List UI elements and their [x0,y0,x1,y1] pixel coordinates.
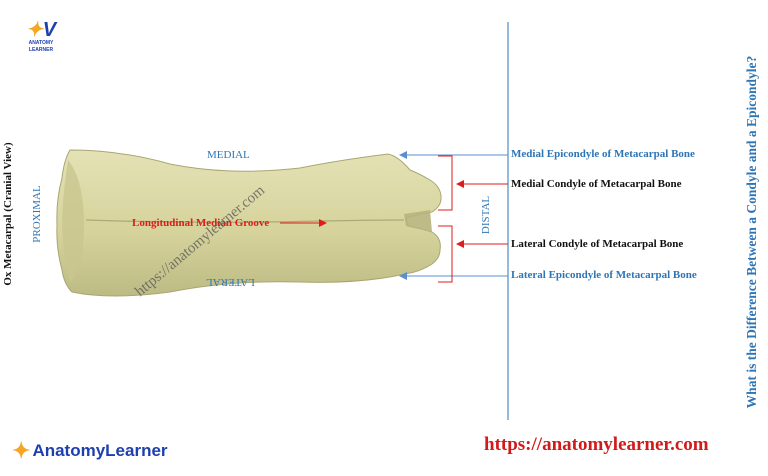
label-medial-epicondyle: Medial Epicondyle of Metacarpal Bone [511,148,695,160]
condyle-notch [404,210,432,232]
top-logo: ✦V ANATOMY LEARNER [25,19,57,53]
label-distal: DISTAL [480,195,492,235]
metacarpal-bone [56,149,442,297]
label-lateral-epicondyle: Lateral Epicondyle of Metacarpal Bone [511,269,697,281]
bottom-logo-text: AnatomyLearner [32,441,168,460]
bracket-medial-epicondyle [438,155,453,211]
longitudinal-groove [85,219,405,223]
bottom-logo-icon: ✦ [12,438,31,463]
side-title: Ox Metacarpal (Cranial View) [2,142,14,286]
label-lateral: LATERAL [206,276,255,288]
label-medial-condyle: Medial Condyle of Metacarpal Bone [511,178,682,190]
bracket-lateral-epicondyle [438,225,453,283]
website-link[interactable]: https://anatomylearner.com [484,434,709,455]
label-proximal: PROXIMAL [31,185,43,243]
label-groove: Longitudinal Median Groove [132,217,270,229]
proximal-end-shading [62,160,84,282]
bottom-logo: ✦ AnatomyLearner [12,436,168,466]
right-question: What is the Difference Between a Condyle… [744,55,759,409]
label-lateral-condyle: Lateral Condyle of Metacarpal Bone [511,238,684,250]
top-logo-mark: ✦V [25,19,57,41]
label-medial: MEDIAL [207,149,250,161]
